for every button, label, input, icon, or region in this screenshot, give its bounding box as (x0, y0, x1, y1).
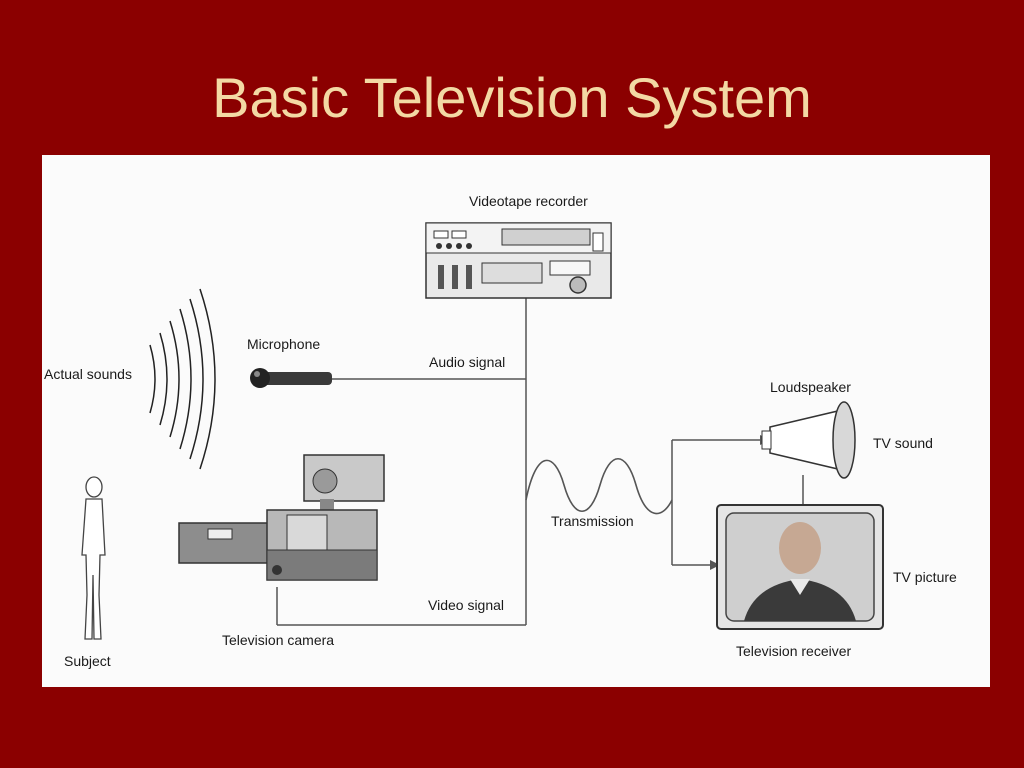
label-television-receiver: Television receiver (736, 643, 851, 659)
tv-picture-body (744, 579, 856, 621)
label-microphone: Microphone (247, 336, 320, 352)
arrow-receiver (710, 560, 720, 570)
television-camera (178, 454, 385, 581)
label-tv-picture: TV picture (893, 569, 957, 585)
signal-lines (276, 298, 804, 626)
diagram-panel: Videotape recorder Actual sounds Microph… (42, 155, 990, 687)
transmission-wave (525, 457, 673, 515)
slide-title: Basic Television System (212, 66, 812, 129)
subject-figure (81, 476, 106, 640)
label-video-signal: Video signal (428, 597, 504, 613)
microphone (250, 368, 332, 388)
label-television-camera: Television camera (222, 632, 334, 648)
sound-waves (149, 288, 216, 470)
label-videotape-recorder: Videotape recorder (469, 193, 588, 209)
television-receiver (716, 504, 884, 630)
label-transmission: Transmission (551, 513, 634, 529)
label-subject: Subject (64, 653, 111, 669)
television-system-diagram: Videotape recorder Actual sounds Microph… (44, 193, 957, 669)
label-actual-sounds: Actual sounds (44, 366, 132, 382)
loudspeaker (761, 401, 856, 479)
videotape-recorder (425, 222, 612, 299)
tv-picture-face (779, 522, 821, 574)
label-loudspeaker: Loudspeaker (770, 379, 851, 395)
label-audio-signal: Audio signal (429, 354, 505, 370)
label-tv-sound: TV sound (873, 435, 933, 451)
